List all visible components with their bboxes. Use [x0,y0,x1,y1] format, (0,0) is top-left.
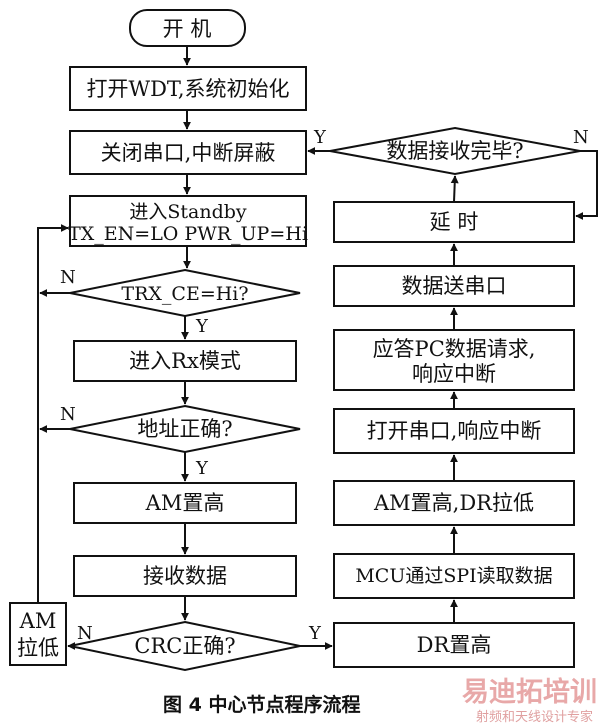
recv-done-label: 数据接收完毕? [386,139,523,163]
watermark-slogan: 射频和天线设计专家 [476,709,593,725]
reply-label-line2: 响应中断 [412,362,496,386]
addr-yes-label: Y [195,458,209,479]
crc-yes-label: Y [308,623,322,644]
mcu-spi-node [333,553,575,599]
am-high-dr-low-node [333,480,575,526]
standby-label-line1: 进入Standby [129,201,247,223]
rx-mode-label: 进入Rx模式 [129,349,241,373]
crc-label: CRC正确? [134,634,235,658]
am-high-dr-low-label: AM置高,DR拉低 [373,491,534,515]
arrow-amlow-standby [37,224,69,603]
addr-no-label: N [60,404,76,425]
recv-label: 接收数据 [143,564,227,588]
mcu-spi-label: MCU通过SPI读取数据 [355,565,552,587]
trx-yes-label: Y [195,316,209,337]
crc-no-label: N [77,623,93,644]
delay-node [333,201,575,243]
reply-label-line1: 应答PC数据请求, [373,337,536,361]
trx-ce-label: TRX_CE=Hi? [121,283,248,305]
am-low-label-line1: AM [19,609,57,633]
close-uart-node [69,130,307,175]
open-uart-node [333,408,575,454]
recv-node [73,555,297,597]
watermark-brand: 易迪拓培训 [462,677,597,708]
done-no-label: N [573,127,589,148]
am-high-node [73,482,297,524]
trx-no-label: N [60,267,76,288]
start-label: 开 机 [163,17,212,41]
close-uart-label: 关闭串口,中断屏蔽 [101,141,276,165]
am-high-label: AM置高 [145,491,225,515]
addr-label: 地址正确? [137,417,232,441]
dr-high-node [333,622,575,668]
send-uart-label: 数据送串口 [402,274,507,298]
am-low-label-line2: 拉低 [17,636,59,660]
delay-label: 延 时 [430,210,479,234]
arrow-done-no-delay [575,150,598,220]
arrow-delay-done [450,175,459,203]
dr-high-label: DR置高 [417,633,492,657]
init-label: 打开WDT,系统初始化 [86,77,289,101]
done-yes-label: Y [313,127,327,148]
open-uart-label: 打开串口,响应中断 [367,419,542,443]
figure-caption: 图 4 中心节点程序流程 [163,693,360,716]
init-node [69,66,307,111]
standby-label-line2: TX_EN=LO PWR_UP=Hi [68,223,308,245]
reply-node [333,329,575,391]
recv-done-decision [329,126,581,176]
standby-node [69,195,307,247]
crc-decision [69,620,301,672]
